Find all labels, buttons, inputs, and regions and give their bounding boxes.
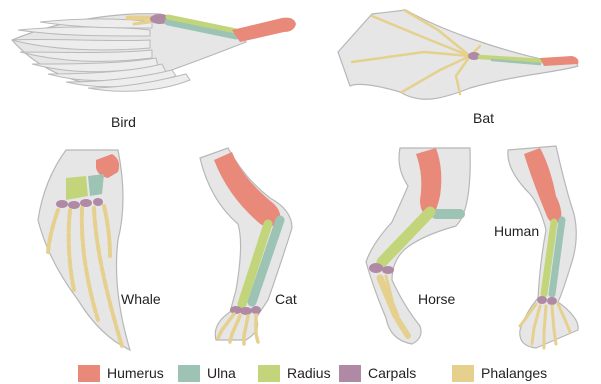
legend-item-humerus: Humerus bbox=[78, 364, 164, 382]
legend-item-phalanges: Phalanges bbox=[452, 364, 547, 382]
legend-label-radius: Radius bbox=[287, 365, 331, 381]
bird-humerus bbox=[232, 18, 296, 42]
bird-phalanx-small bbox=[134, 22, 150, 24]
legend-item-radius: Radius bbox=[258, 364, 331, 382]
cat-label: Cat bbox=[275, 291, 297, 307]
legend-label-phalanges: Phalanges bbox=[481, 365, 547, 381]
bird-label: Bird bbox=[111, 114, 136, 130]
legend-swatch-radius bbox=[258, 365, 280, 382]
whale-label: Whale bbox=[121, 291, 161, 307]
legend-item-carpals: Carpals bbox=[339, 364, 416, 382]
whale-ulna bbox=[88, 174, 104, 196]
human-arm: Human bbox=[494, 146, 578, 348]
bat-label: Bat bbox=[473, 110, 494, 126]
bat-wing: Bat bbox=[338, 10, 578, 126]
horse-leg: Horse bbox=[366, 148, 470, 344]
legend-swatch-carpals bbox=[339, 365, 361, 382]
legend-swatch-humerus bbox=[78, 365, 100, 382]
legend-label-ulna: Ulna bbox=[207, 365, 236, 381]
bone-legend: Humerus Ulna Radius Carpals Phalanges bbox=[0, 361, 601, 384]
legend-item-ulna: Ulna bbox=[178, 364, 236, 382]
whale-radius bbox=[66, 176, 88, 200]
horse-label: Horse bbox=[418, 291, 456, 307]
legend-swatch-phalanges bbox=[452, 365, 474, 382]
bird-wing: Bird bbox=[12, 14, 296, 130]
legend-label-carpals: Carpals bbox=[368, 365, 416, 381]
horse-leg-outline bbox=[366, 148, 470, 344]
cat-leg: Cat bbox=[200, 148, 297, 344]
human-label: Human bbox=[494, 223, 539, 239]
legend-label-humerus: Humerus bbox=[107, 365, 164, 381]
whale-flipper: Whale bbox=[38, 150, 161, 350]
legend-swatch-ulna bbox=[178, 365, 200, 382]
